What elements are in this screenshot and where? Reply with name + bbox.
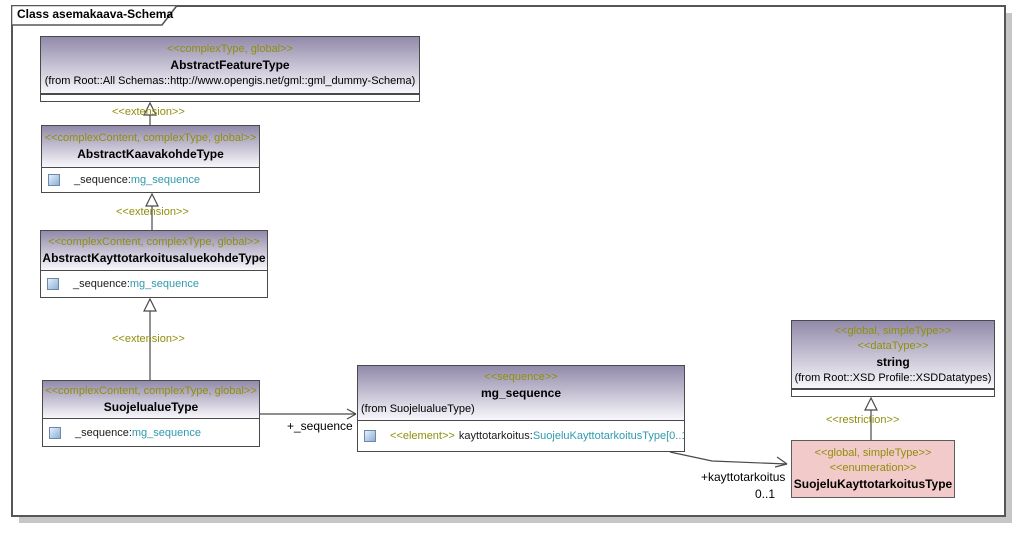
kayttotarkoitus-association[interactable] — [669, 451, 788, 468]
sequence-role-label: +_sequence — [287, 419, 353, 433]
class-name: SuojeluKayttotarkoitusType — [793, 476, 953, 491]
class-name: AbstractKayttotarkoitusaluekohdeType — [42, 250, 266, 265]
frame-tab — [11, 5, 179, 26]
from-package-label: (from SuojelualueType) — [361, 402, 475, 415]
from-package-label: (from Root::All Schemas::http://www.open… — [44, 74, 416, 87]
attribute-name: kayttotarkoitus: — [458, 430, 533, 442]
class-mg-sequence[interactable]: <<sequence>> mg_sequence (from Suojelual… — [357, 365, 685, 452]
attribute-name: _sequence: — [74, 174, 131, 186]
kayttotarkoitus-role-label: +kayttotarkoitus — [701, 470, 786, 484]
attribute-name: _sequence: — [75, 426, 132, 439]
empty-compartment — [41, 94, 419, 101]
class-name: mg_sequence — [480, 385, 562, 400]
stereotype-label: <<complexContent, complexType, global>> — [48, 235, 260, 248]
stereotype-label: <<dataType>> — [857, 339, 929, 352]
attribute-row[interactable]: <<element>> kayttotarkoitus: SuojeluKayt… — [358, 430, 684, 442]
extension-label-3: <<extension>> — [112, 333, 185, 345]
restriction-label: <<restriction>> — [826, 414, 900, 426]
class-xsd-string[interactable]: <<global, simpleType>> <<dataType>> stri… — [791, 320, 995, 397]
empty-compartment — [792, 389, 994, 396]
attribute-type: mg_sequence — [131, 426, 201, 439]
class-suojelu-kayttotarkoitus-type[interactable]: <<global, simpleType>> <<enumeration>> S… — [791, 440, 955, 498]
stereotype-label: <<complexContent, complexType, global>> — [45, 384, 257, 397]
class-abstract-feature-type[interactable]: <<complexType, global>> AbstractFeatureT… — [40, 36, 420, 102]
attribute-name: _sequence: — [73, 278, 130, 290]
extension-connector-3[interactable] — [143, 297, 157, 380]
extension-connector-2[interactable] — [145, 192, 159, 230]
attribute-icon — [48, 174, 60, 186]
diagram-title: Class asemakaava-Schema — [17, 7, 174, 21]
stereotype-label: <<sequence>> — [484, 370, 558, 383]
attribute-row[interactable]: _sequence: mg_sequence — [42, 174, 259, 186]
extension-label-1: <<extension>> — [112, 106, 185, 118]
attribute-type: mg_sequence — [130, 174, 200, 186]
class-name: SuojelualueType — [103, 399, 199, 414]
class-abstract-kaavakohde-type[interactable]: <<complexContent, complexType, global>> … — [41, 125, 260, 193]
sequence-association[interactable] — [260, 408, 357, 420]
attribute-icon — [49, 426, 61, 439]
extension-label-2: <<extension>> — [116, 206, 189, 218]
from-package-label: (from Root::XSD Profile::XSDDatatypes) — [794, 371, 992, 384]
attribute-row[interactable]: _sequence: mg_sequence — [41, 278, 267, 290]
stereotype-label: <<global, simpleType>> — [834, 324, 952, 337]
stereotype-label: <<complexType, global>> — [167, 42, 293, 55]
class-name: string — [876, 354, 910, 369]
attribute-icon — [47, 278, 59, 290]
class-name: AbstractFeatureType — [170, 57, 290, 72]
attribute-type: mg_sequence — [129, 278, 199, 290]
stereotype-label: <<complexContent, complexType, global>> — [44, 131, 257, 144]
stereotype-label: <<global, simpleType>> — [814, 446, 932, 459]
restriction-connector[interactable] — [864, 396, 878, 440]
attribute-icon — [364, 430, 376, 442]
attribute-stereotype: <<element>> — [390, 430, 455, 442]
extension-connector-1[interactable] — [143, 101, 157, 125]
attribute-type: SuojeluKayttotarkoitusType[0..1] — [532, 430, 684, 442]
kayttotarkoitus-multiplicity-label: 0..1 — [755, 487, 776, 501]
class-name: AbstractKaavakohdeType — [77, 146, 224, 161]
stereotype-label: <<enumeration>> — [829, 461, 917, 474]
class-suojelualue-type[interactable]: <<complexContent, complexType, global>> … — [42, 380, 260, 447]
attribute-row[interactable]: _sequence: mg_sequence — [43, 426, 259, 439]
class-abstract-kayttotarkoitusaluekohde-type[interactable]: <<complexContent, complexType, global>> … — [40, 230, 268, 298]
